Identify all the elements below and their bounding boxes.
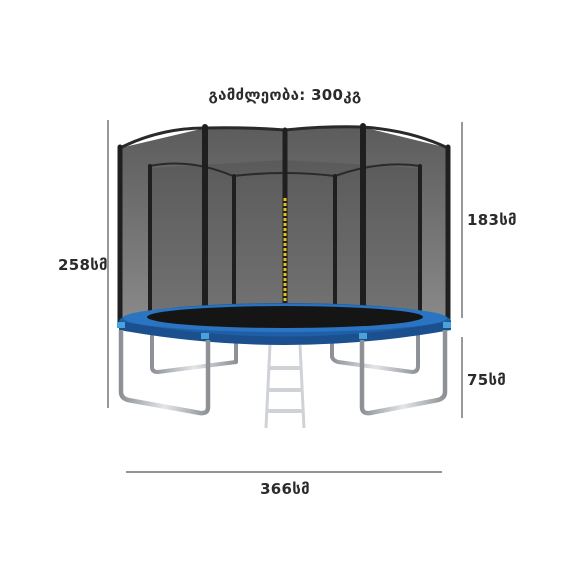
dimension-lines — [107, 120, 463, 473]
ladder — [264, 344, 306, 429]
net-poles — [117, 123, 451, 338]
back-legs — [150, 335, 420, 374]
weight-capacity-label: გამძლეობა: 300კგ — [208, 86, 362, 104]
diameter-label: 366სმ — [260, 480, 310, 498]
jumping-mat — [119, 303, 451, 345]
total-height-label: 258სმ — [58, 256, 108, 274]
leg-height-label: 75სმ — [467, 371, 507, 389]
front-legs — [118, 330, 448, 416]
leg-joints — [117, 322, 451, 339]
net-height-label: 183სმ — [467, 211, 517, 229]
